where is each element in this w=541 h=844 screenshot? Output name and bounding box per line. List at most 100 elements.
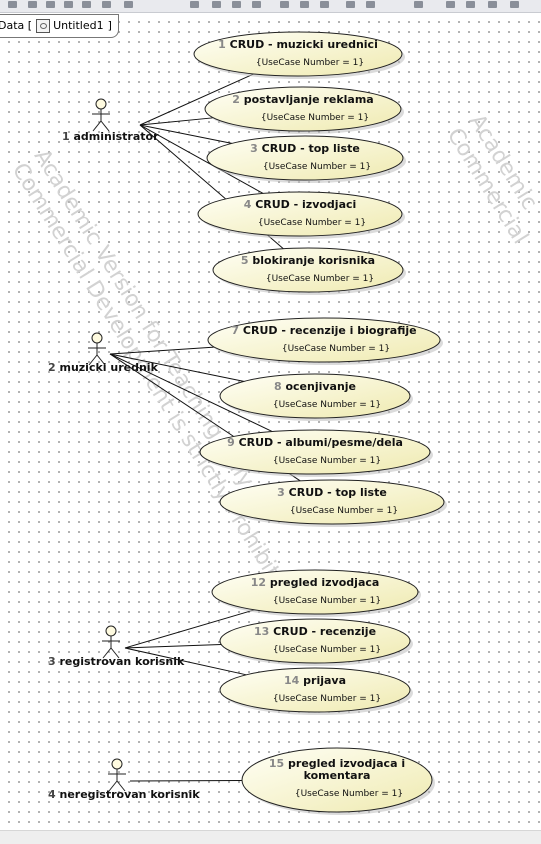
toolbar-icon[interactable]	[124, 1, 133, 8]
actor-a4[interactable]: 4 neregistrovan korisnik	[48, 758, 200, 801]
usecase-ellipse[interactable]	[206, 135, 404, 181]
usecase-u5[interactable]: 5 blokiranje korisnika {UseCase Number = …	[212, 247, 406, 295]
status-bar	[0, 830, 541, 844]
usecase-tag: {UseCase Number = 1}	[295, 789, 403, 799]
toolbar-icon[interactable]	[102, 1, 111, 8]
association-line-a3-u13[interactable]	[124, 643, 222, 649]
association-line-a2-u7[interactable]	[109, 346, 215, 355]
usecase-name: 8 ocenjivanje	[274, 380, 356, 393]
usecase-tag: {UseCase Number = 1}	[256, 58, 364, 68]
usecase-u1[interactable]: 1 CRUD - muzicki urednici {UseCase Number…	[193, 31, 405, 79]
association-line-a3-u12[interactable]	[124, 609, 255, 649]
toolbar-icon[interactable]	[190, 1, 199, 8]
toolbar-icon[interactable]	[28, 1, 37, 8]
usecase-tag: {UseCase Number = 1}	[273, 596, 381, 606]
usecase-u2[interactable]: 2 postavljanje reklama{UseCase Number = …	[204, 86, 404, 134]
association-line-a1-u1[interactable]	[139, 73, 254, 126]
toolbar-icon[interactable]	[232, 1, 241, 8]
toolbar-icon[interactable]	[46, 1, 55, 8]
actor-stick-part	[116, 780, 126, 792]
association-line-a3-u14[interactable]	[124, 647, 247, 676]
diagram-tab[interactable]: Data [ Untitled1 ]	[0, 14, 119, 38]
usecase-u7[interactable]: 7 CRUD - recenzije i biografije{UseCase …	[207, 317, 443, 365]
usecase-ellipse[interactable]	[212, 247, 404, 293]
toolbar-icon[interactable]	[320, 1, 329, 8]
usecase-ellipse[interactable]	[219, 618, 411, 664]
actor-a2[interactable]: 2 muzicki urednik	[48, 332, 159, 374]
toolbar-icon[interactable]	[346, 1, 355, 8]
actor-stick-part	[102, 647, 112, 659]
toolbar-icon[interactable]	[212, 1, 221, 8]
usecase-ellipse[interactable]	[241, 747, 433, 813]
usecase-ellipse[interactable]	[211, 569, 419, 615]
toolbar-icon[interactable]	[8, 1, 17, 8]
toolbar-icon[interactable]	[366, 1, 375, 8]
usecase-tag: {UseCase Number = 1}	[273, 645, 381, 655]
toolbar-icon[interactable]	[64, 1, 73, 8]
usecase-name: 14 prijava	[284, 674, 346, 687]
toolbar-icon[interactable]	[300, 1, 309, 8]
actor-head	[105, 625, 117, 637]
usecase-name: 15 pregled izvodjaca i	[269, 757, 405, 770]
usecase-diagram-icon	[36, 19, 51, 33]
usecase-ellipse[interactable]	[219, 667, 411, 713]
actor-stick-part	[92, 120, 102, 132]
actor-stick-part	[96, 354, 106, 366]
usecase-u3b[interactable]: 3 CRUD - top liste{UseCase Number = 1}	[219, 479, 447, 527]
actor-stick-part	[88, 354, 98, 366]
usecase-name: 4 CRUD - izvodjaci	[244, 198, 357, 211]
usecase-u4[interactable]: 4 CRUD - izvodjaci {UseCase Number = 1}	[197, 191, 405, 239]
usecase-u8[interactable]: 8 ocenjivanje {UseCase Number = 1}	[219, 373, 413, 421]
usecase-ellipse[interactable]	[207, 317, 441, 363]
actor-a1[interactable]: 1 administrator	[62, 98, 159, 143]
actor-stick-part	[108, 780, 118, 792]
toolbar-icon[interactable]	[488, 1, 497, 8]
usecase-tag: {UseCase Number = 1}	[273, 456, 381, 466]
association-line-a4-u15[interactable]	[129, 779, 243, 782]
toolbar-icon[interactable]	[252, 1, 261, 8]
association-line-a2-u9[interactable]	[109, 353, 273, 433]
actor-name: 1 administrator	[62, 130, 159, 143]
usecase-u14[interactable]: 14 prijava {UseCase Number = 1}	[219, 667, 413, 715]
tab-prefix: Data [	[0, 19, 33, 32]
usecase-name: 9 CRUD - albumi/pesme/dela	[227, 436, 403, 449]
toolbar-icon[interactable]	[414, 1, 423, 8]
actor-name: 2 muzicki urednik	[48, 361, 159, 374]
usecase-ellipse[interactable]	[193, 31, 403, 77]
usecase-name: 1 CRUD - muzicki urednici	[218, 38, 378, 51]
association-line-a1-u4[interactable]	[139, 124, 264, 194]
tab-suffix: ]	[107, 19, 112, 32]
usecase-tag: {UseCase Number = 1}	[273, 694, 381, 704]
actor-a3[interactable]: 3 registrovan korisnik	[48, 625, 185, 668]
usecase-tag: {UseCase Number = 1}	[273, 400, 381, 410]
usecase-ellipse[interactable]	[219, 479, 445, 525]
toolbar-icon[interactable]	[82, 1, 91, 8]
toolbar-icon[interactable]	[280, 1, 289, 8]
usecase-name: 5 blokiranje korisnika	[241, 254, 375, 267]
usecase-u12[interactable]: 12 pregled izvodjaca {UseCase Number = 1}	[211, 569, 421, 617]
usecase-ellipse[interactable]	[219, 373, 411, 419]
usecase-tag: {UseCase Number = 1}	[261, 113, 369, 123]
usecase-u9[interactable]: 9 CRUD - albumi/pesme/dela {UseCase Numbe…	[199, 429, 433, 477]
usecase-u13[interactable]: 13 CRUD - recenzije{UseCase Number = 1}	[219, 618, 413, 666]
usecase-u3[interactable]: 3 CRUD - top liste{UseCase Number = 1}	[206, 135, 406, 183]
usecase-tag: {UseCase Number = 1}	[290, 506, 398, 516]
usecase-name: 3 CRUD - top liste	[250, 142, 360, 155]
usecase-ellipse[interactable]	[197, 191, 403, 237]
usecase-ellipse[interactable]	[204, 86, 402, 132]
usecase-tag: {UseCase Number = 1}	[282, 344, 390, 354]
toolbar-icon[interactable]	[446, 1, 455, 8]
usecase-name-line2: komentara	[304, 769, 371, 782]
toolbar-icon[interactable]	[466, 1, 475, 8]
usecase-tag: {UseCase Number = 1}	[258, 218, 366, 228]
usecase-ellipse[interactable]	[199, 429, 431, 475]
association-line-a1-u2[interactable]	[139, 117, 214, 126]
association-line-a2-u8[interactable]	[109, 353, 244, 382]
usecase-tag: {UseCase Number = 1}	[266, 274, 374, 284]
association-line-a1-u3[interactable]	[139, 124, 232, 144]
toolbar-icon[interactable]	[510, 1, 519, 8]
actor-stick-part	[100, 120, 110, 132]
usecase-name: 12 pregled izvodjaca	[251, 576, 380, 589]
